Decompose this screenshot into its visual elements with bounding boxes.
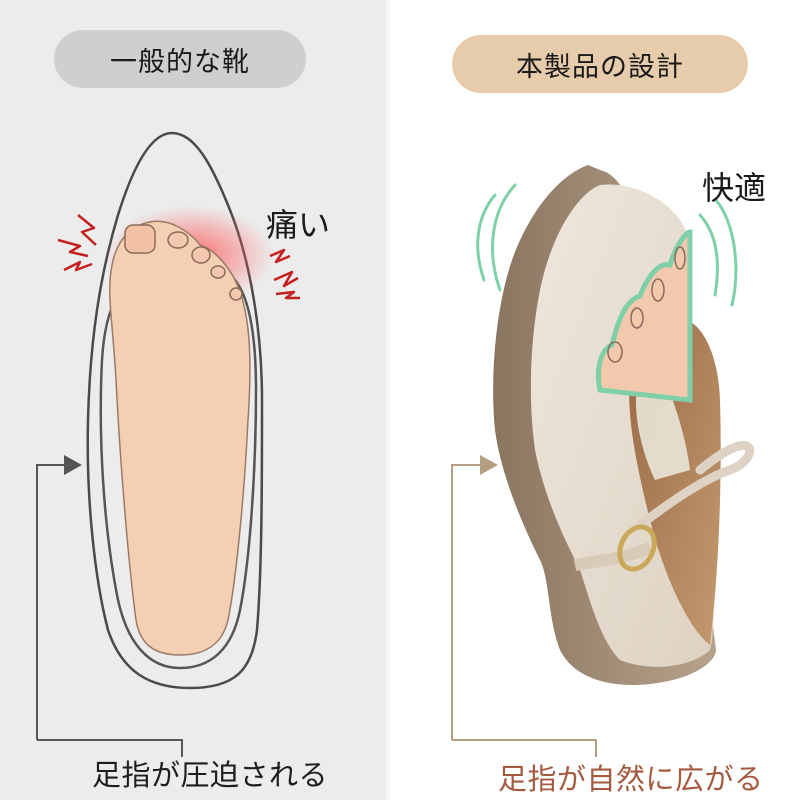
lightning-bolt-icon bbox=[269, 248, 300, 300]
toes-spread-caption: 足指が自然に広がる bbox=[498, 762, 764, 796]
comfort-callout: 快適 bbox=[702, 169, 767, 207]
mary-jane-shoe bbox=[493, 165, 755, 685]
foot-illustration bbox=[109, 220, 251, 656]
pain-callout: 痛い bbox=[266, 206, 331, 244]
motion-arc-icon bbox=[476, 183, 738, 307]
panel-divider bbox=[386, 0, 390, 800]
general-shoe-heading: 一般的な靴 bbox=[54, 30, 306, 88]
comfortable-toes-illustration bbox=[596, 229, 693, 403]
toes-compressed-caption: 足指が圧迫される bbox=[92, 758, 329, 792]
product-design-heading: 本製品の設計 bbox=[452, 35, 748, 93]
lightning-bolt-icon bbox=[57, 214, 97, 272]
arrow-right-icon bbox=[36, 455, 183, 757]
arrow-right-icon bbox=[451, 455, 597, 757]
